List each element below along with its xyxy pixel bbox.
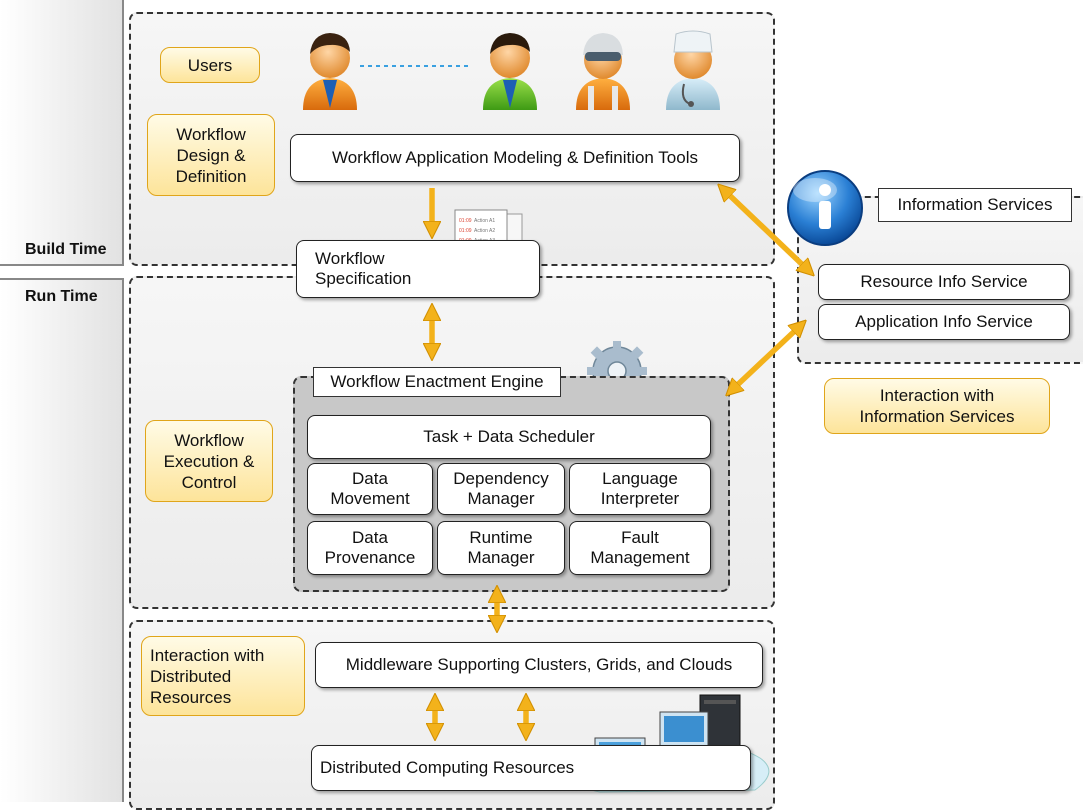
enactment-engine-title: Workflow Enactment Engine	[313, 367, 561, 397]
run-time-label: Run Time	[25, 288, 98, 305]
information-services-title: Information Services	[878, 188, 1072, 222]
build-time-label: Build Time	[25, 241, 107, 258]
middleware-box: Middleware Supporting Clusters, Grids, a…	[315, 642, 763, 688]
task-data-scheduler-box: Task + Data Scheduler	[307, 415, 711, 459]
data-provenance-box: Data Provenance	[307, 521, 433, 575]
dependency-manager-box: Dependency Manager	[437, 463, 565, 515]
data-movement-box: Data Movement	[307, 463, 433, 515]
build-time-bar	[0, 0, 124, 266]
distributed-computing-box: Distributed Computing Resources	[311, 745, 751, 791]
application-info-service-box: Application Info Service	[818, 304, 1070, 340]
workflow-specification-box: Workflow Specification	[296, 240, 540, 298]
modeling-tools-box: Workflow Application Modeling & Definiti…	[290, 134, 740, 182]
workflow-design-role: Workflow Design & Definition	[147, 114, 275, 196]
runtime-manager-box: Runtime Manager	[437, 521, 565, 575]
information-interaction-role: Interaction with Information Services	[824, 378, 1050, 434]
run-time-bar	[0, 278, 124, 802]
resource-info-service-box: Resource Info Service	[818, 264, 1070, 300]
fault-management-box: Fault Management	[569, 521, 711, 575]
users-label: Users	[160, 47, 260, 83]
language-interpreter-box: Language Interpreter	[569, 463, 711, 515]
workflow-execution-role: Workflow Execution & Control	[145, 420, 273, 502]
distributed-interaction-role: Interaction with Distributed Resources	[141, 636, 305, 716]
